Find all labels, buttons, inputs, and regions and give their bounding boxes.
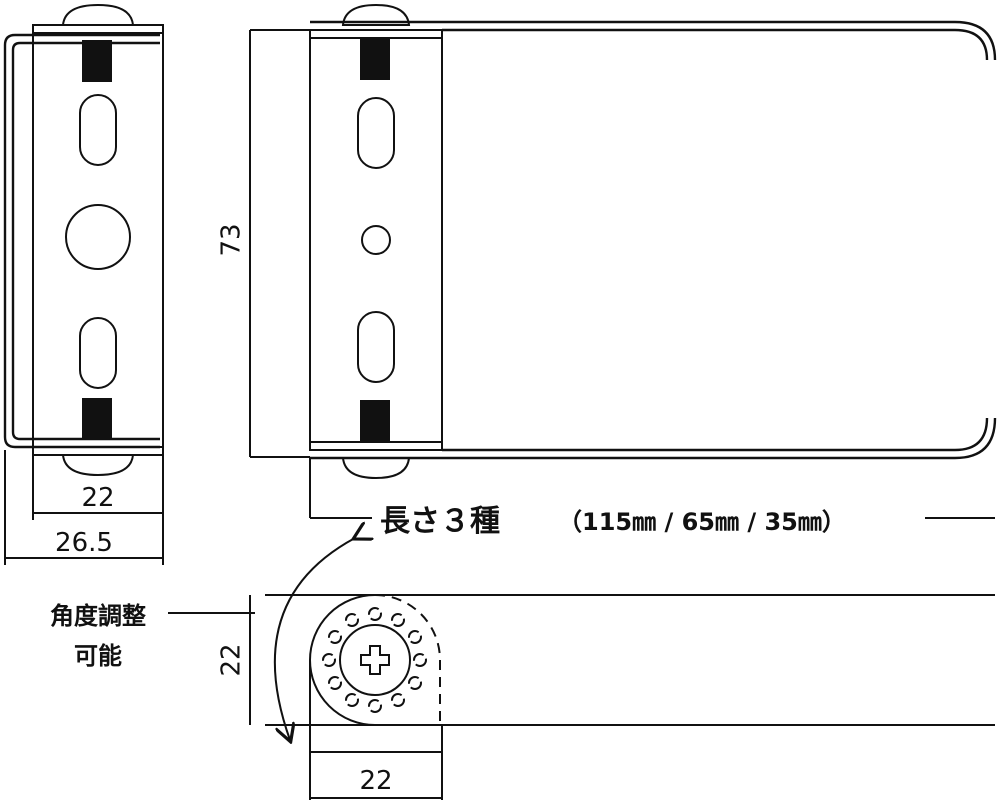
dim-left-outer: 26.5 bbox=[55, 528, 113, 558]
plate bbox=[32, 24, 164, 456]
side-view bbox=[168, 538, 995, 800]
wire-frame bbox=[3, 33, 160, 449]
dim-side-height: 22 bbox=[217, 643, 247, 676]
center-hole bbox=[65, 204, 131, 270]
rotation-arrow bbox=[273, 538, 355, 740]
slot-top bbox=[79, 94, 117, 166]
washer bbox=[339, 624, 411, 696]
screw-head-bottom bbox=[61, 454, 135, 477]
screw-head-top bbox=[61, 3, 135, 26]
dim-left-inner: 22 bbox=[81, 483, 114, 513]
angle-label-line1: 角度調整 bbox=[50, 602, 146, 630]
thread-bottom bbox=[82, 398, 112, 440]
thread-top bbox=[82, 40, 112, 82]
length-label: 長さ３種 bbox=[380, 504, 500, 539]
dim-bottom-width: 22 bbox=[359, 766, 392, 796]
length-options: （115㎜ / 65㎜ / 35㎜） bbox=[558, 508, 846, 536]
dim-height: 73 bbox=[217, 223, 247, 256]
phillips-screw-icon bbox=[360, 645, 390, 675]
angle-label-line2: 可能 bbox=[74, 642, 122, 670]
wire-loop-top bbox=[310, 20, 997, 61]
front-view-narrow bbox=[3, 3, 164, 565]
slot-bottom bbox=[79, 317, 117, 389]
front-view-long bbox=[249, 3, 997, 519]
wire-loop-bottom bbox=[310, 417, 997, 460]
